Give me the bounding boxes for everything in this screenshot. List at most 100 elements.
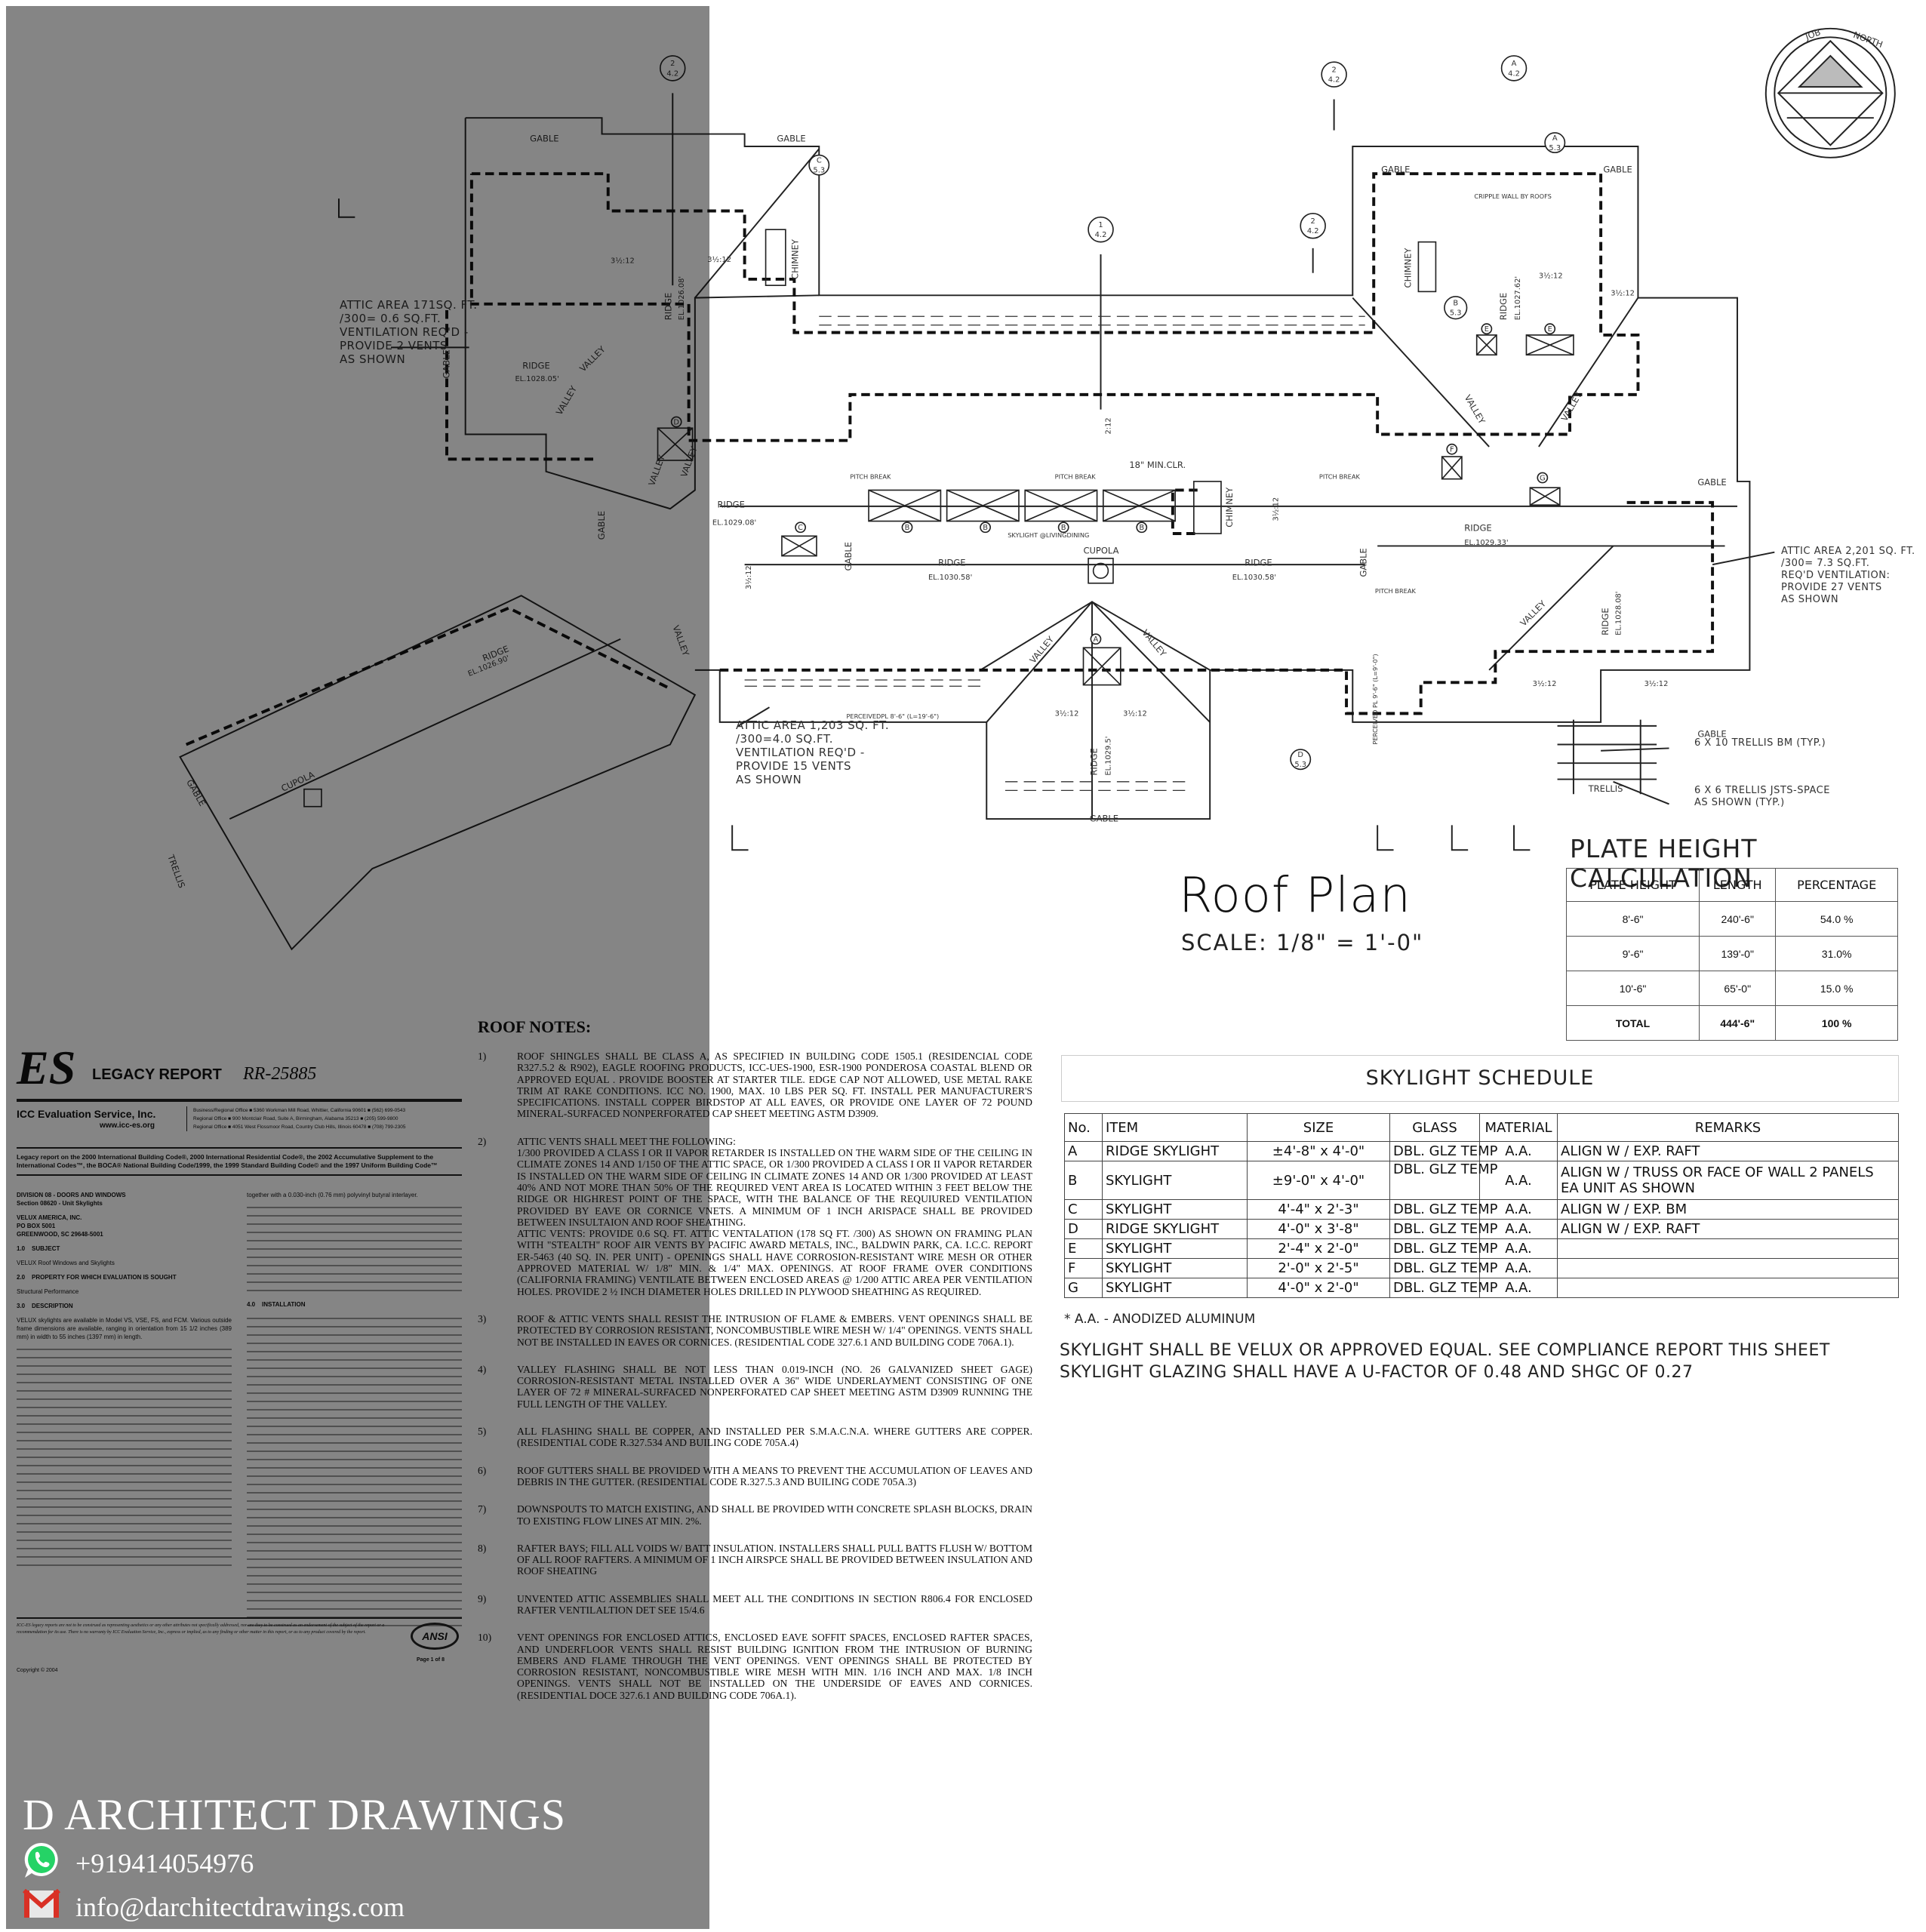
svg-text:CRIPPLE WALL BY ROOFS: CRIPPLE WALL BY ROOFS [1474,192,1552,200]
phone-number[interactable]: +919414054976 [75,1848,254,1878]
note-number: 4) [478,1363,487,1375]
cell: 65'-0" [1699,971,1777,1006]
skylight-tag: B [1057,521,1069,534]
svg-text:GABLE: GABLE [1381,165,1410,175]
cell [1557,1238,1899,1259]
svg-text:2:12: 2:12 [1105,417,1113,434]
svg-text:RIDGE: RIDGE [663,293,674,320]
svg-text:3½:12: 3½:12 [1539,271,1563,280]
note-number: 3) [478,1312,487,1324]
svg-text:4.2: 4.2 [1508,69,1520,78]
cell: RIDGE SKYLIGHT [1102,1141,1248,1161]
cell [1557,1258,1899,1278]
cell: 8'-6" [1565,901,1700,937]
svg-text:PITCH BREAK: PITCH BREAK [1319,473,1361,481]
svg-text:RIDGE: RIDGE [1089,748,1100,775]
attic-note-line: VENTILATION REQ'D - [340,325,469,339]
skylight-footnote: * A.A. - ANODIZED ALUMINUM [1064,1312,1256,1327]
svg-text:B: B [983,524,988,532]
svg-text:GABLE: GABLE [530,133,558,143]
note-text: VALLEY FLASHING SHALL BE NOT LESS THAN 0… [517,1363,1032,1410]
brand-name: D ARCHITECT DRAWINGS [23,1790,566,1839]
roof-note: 1)ROOF SHINGLES SHALL BE CLASS A, AS SPE… [478,1051,1032,1120]
cell: C [1064,1199,1103,1220]
trellis-joist-note: 6 X 6 TRELLIS JSTS-SPACE AS SHOWN (TYP.) [1694,785,1830,809]
column-header: SIZE [1247,1113,1390,1142]
svg-text:RIDGE: RIDGE [717,499,744,509]
table-header-row: No. ITEM SIZE GLASS MATERIAL REMARKS [1064,1113,1899,1142]
attic-note-line: ATTIC AREA 2,201 SQ. FT. [1781,546,1915,557]
svg-text:NORTH: NORTH [1852,29,1884,50]
cell: 2'-4" x 2'-0" [1247,1238,1390,1259]
svg-text:18" MIN.CLR.: 18" MIN.CLR. [1129,460,1186,470]
attic-note-line: AS SHOWN [340,352,406,366]
roof-note: 5)ALL FLASHING SHALL BE COPPER, AND INST… [478,1426,1032,1449]
svg-text:3½:12: 3½:12 [744,565,753,589]
skylight-c [781,535,817,557]
divider [17,1099,462,1102]
skylight-tag: E [1481,323,1493,335]
svg-text:E: E [1548,325,1552,334]
legacy-disclaimer: ICC-ES legacy reports are not to be cons… [17,1623,385,1635]
cell: SKYLIGHT [1102,1258,1248,1278]
svg-text:VALLEY: VALLEY [1518,598,1548,628]
svg-text:RIDGE: RIDGE [1464,523,1491,534]
gmail-icon [23,1888,60,1926]
cell: B [1064,1161,1103,1200]
cell: 139'-0" [1699,936,1777,971]
svg-text:PERCEIVED PL 9'-6" (L=9'-0"): PERCEIVED PL 9'-6" (L=9'-0") [1371,654,1379,744]
svg-text:EL.1030.58': EL.1030.58' [928,574,972,582]
roof-note: 2)ATTIC VENTS SHALL MEET THE FOLLOWING:1… [478,1136,1032,1297]
cell: SKYLIGHT [1102,1238,1248,1259]
svg-text:CHIMNEY: CHIMNEY [1224,487,1235,528]
attic-note-line: PROVIDE 15 VENTS [736,759,851,773]
cell: SKYLIGHT [1102,1199,1248,1220]
svg-text:GABLE: GABLE [1603,165,1632,175]
cell: A.A. [1479,1161,1558,1200]
cell: 2'-0" x 2'-5" [1247,1258,1390,1278]
icc-org-name: ICC Evaluation Service, Inc. [17,1108,156,1120]
email-address[interactable]: info@darchitectdrawings.com [75,1892,405,1922]
section-heading: 2.0 PROPERTY FOR WHICH EVALUATION IS SOU… [17,1274,177,1281]
roof-outline [179,27,1896,951]
roof-note: 6)ROOF GUTTERS SHALL BE PROVIDED WITH A … [478,1465,1032,1488]
svg-text:GABLE: GABLE [1090,813,1118,823]
cell: A [1064,1141,1103,1161]
svg-text:PITCH BREAK: PITCH BREAK [1055,473,1097,481]
attic-note-line: /300= 0.6 SQ.FT. [340,312,442,325]
attic-note-line: /300=4.0 SQ.FT. [736,732,833,746]
note-text: RAFTER BAYS; FILL ALL VOIDS W/ BATT INSU… [517,1542,1032,1577]
office-address: Business/Regional Office ■ 5360 Workman … [193,1108,406,1113]
svg-text:JOB: JOB [1803,26,1822,42]
remark-line: EA UNIT AS SHOWN [1561,1180,1695,1196]
section-marker: 24.2 [1321,61,1347,88]
page-number: Page 1 of 8 [417,1657,445,1663]
note-number: 6) [478,1464,487,1476]
company-line: VELUX AMERICA, INC. [17,1214,82,1221]
section-heading: 3.0 DESCRIPTION [17,1303,73,1309]
trellis-joist-line: AS SHOWN (TYP.) [1694,797,1785,808]
svg-text:VALLEY: VALLEY [646,453,667,487]
attic-note-line: REQ'D VENTILATION: [1781,570,1891,581]
copyright: Copyright © 2004 [17,1668,58,1673]
column-header: REMARKS [1557,1113,1899,1142]
column-header: No. [1064,1113,1103,1142]
cell: ±9'-0" x 4'-0" [1247,1161,1390,1200]
note-number: 1) [478,1051,487,1062]
svg-text:RIDGE: RIDGE [938,558,965,568]
legacy-report: ES LEGACY REPORT RR-25885 ICC Evaluation… [17,1040,469,1689]
skylight-a [1082,647,1121,686]
attic-note-right: ATTIC AREA 2,201 SQ. FT. /300= 7.3 SQ.FT… [1781,546,1915,606]
report-body-text [17,1346,232,1572]
cell: E [1064,1238,1103,1259]
svg-text:CUPOLA: CUPOLA [1083,545,1118,555]
legacy-intro: Legacy report on the 2000 International … [17,1147,462,1176]
svg-text:4.2: 4.2 [666,69,678,78]
section-text: Structural Performance [17,1288,79,1295]
division: DIVISION 08 - DOORS AND WINDOWS [17,1192,126,1198]
svg-text:RIDGE: RIDGE [1600,608,1611,635]
legacy-left-column: DIVISION 08 - DOORS AND WINDOWS Section … [17,1191,232,1572]
cell: DBL. GLZ TEMP [1389,1258,1497,1278]
trellis-joist-line: 6 X 6 TRELLIS JSTS-SPACE [1694,785,1830,796]
